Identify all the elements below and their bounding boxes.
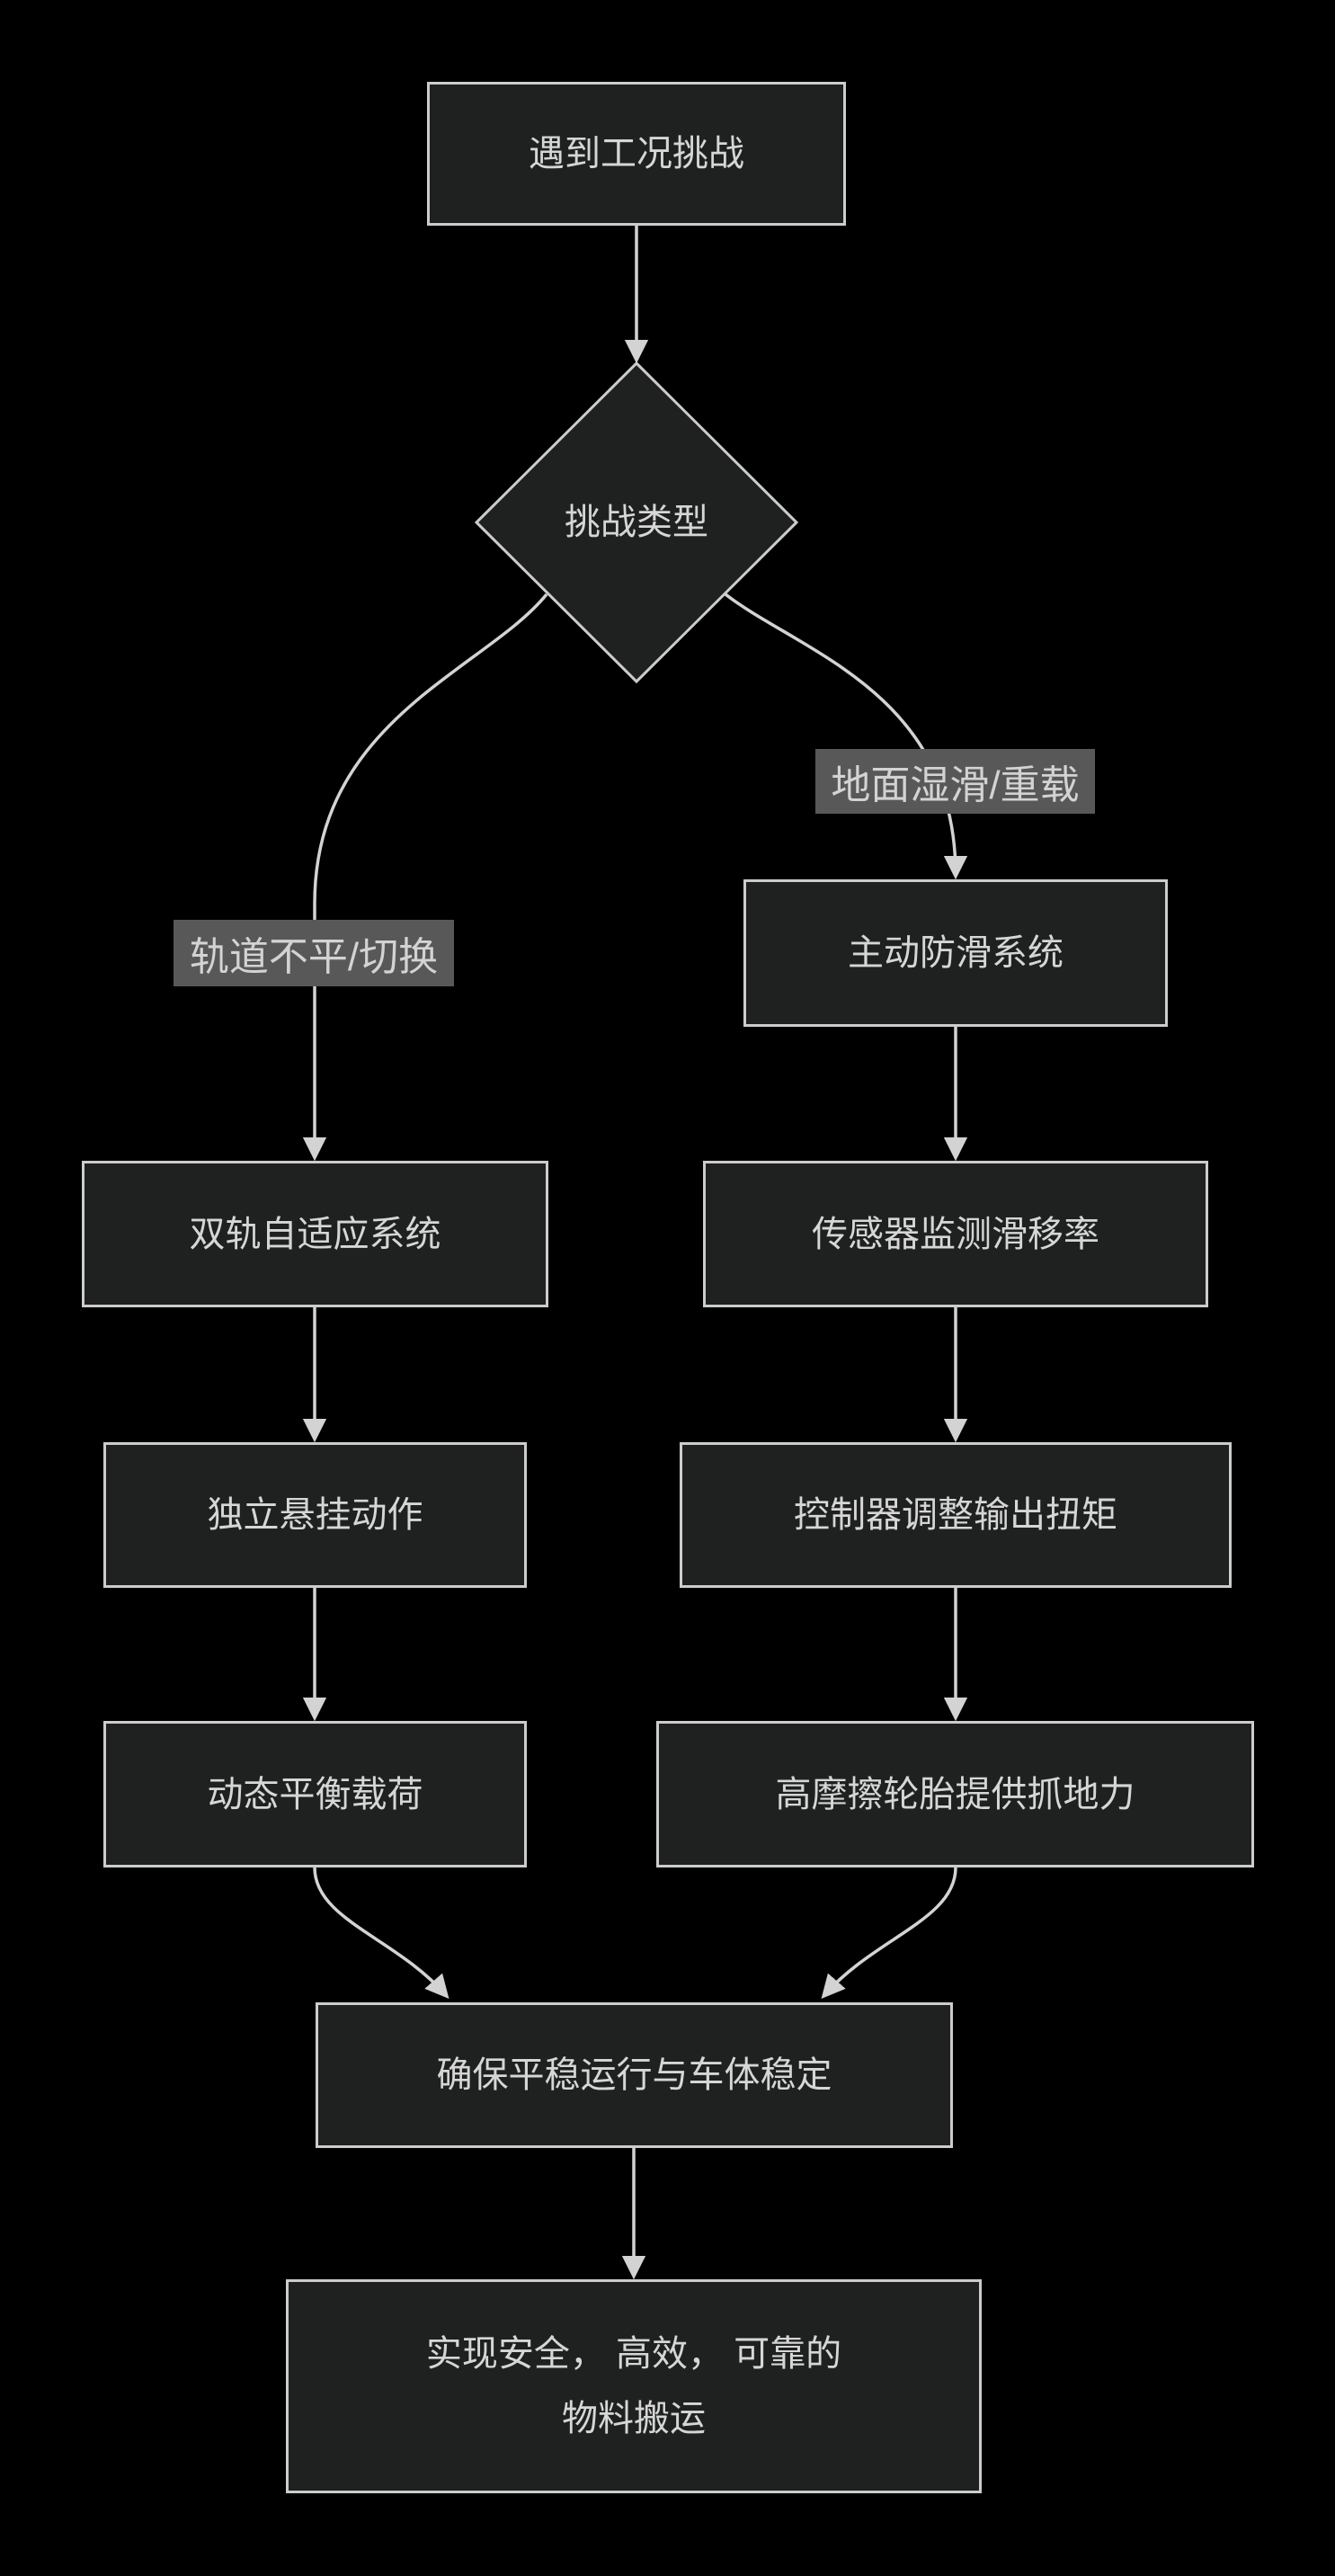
node-merge: 确保平稳运行与车体稳定	[316, 2002, 953, 2148]
node-left-system: 双轨自适应系统	[82, 1161, 548, 1307]
edge-label-right-text: 地面湿滑/重载	[831, 763, 1080, 807]
node-left-suspension: 独立悬挂动作	[103, 1442, 527, 1588]
node-decision: 挑战类型	[476, 363, 797, 682]
node-left-system-label: 双轨自适应系统	[189, 1214, 441, 1254]
decision-diamond-shape	[474, 361, 799, 684]
node-right-system: 主动防滑系统	[743, 879, 1168, 1027]
node-right-sensor: 传感器监测滑移率	[703, 1161, 1208, 1307]
node-right-controller-label: 控制器调整输出扭矩	[794, 1495, 1117, 1535]
edge-label-right-branch: 地面湿滑/重载	[815, 749, 1095, 814]
node-right-controller: 控制器调整输出扭矩	[680, 1442, 1232, 1588]
node-right-tires-label: 高摩擦轮胎提供抓地力	[775, 1774, 1135, 1814]
edge-balance-to-merge	[313, 1867, 449, 1999]
node-left-balance-label: 动态平衡载荷	[207, 1774, 423, 1814]
node-decision-label: 挑战类型	[565, 503, 708, 542]
node-right-tires: 高摩擦轮胎提供抓地力	[656, 1721, 1254, 1867]
node-final: 实现安全， 高效， 可靠的 物料搬运	[286, 2279, 982, 2493]
edge-decision-to-left-system	[302, 593, 548, 1162]
edge-label-left-text: 轨道不平/切换	[189, 935, 439, 979]
node-right-sensor-label: 传感器监测滑移率	[812, 1214, 1099, 1254]
node-merge-label: 确保平稳运行与车体稳定	[436, 2055, 832, 2095]
node-final-label-line2: 物料搬运	[562, 2399, 706, 2438]
node-final-label-line1: 实现安全， 高效， 可靠的	[425, 2334, 842, 2374]
node-start: 遇到工况挑战	[427, 82, 846, 226]
node-left-balance: 动态平衡载荷	[103, 1721, 527, 1867]
edge-tires-to-merge	[821, 1867, 957, 1999]
edge-label-left-branch: 轨道不平/切换	[174, 920, 454, 986]
node-right-system-label: 主动防滑系统	[848, 933, 1064, 973]
node-left-suspension-label: 独立悬挂动作	[207, 1495, 423, 1535]
node-start-label: 遇到工况挑战	[529, 134, 744, 174]
